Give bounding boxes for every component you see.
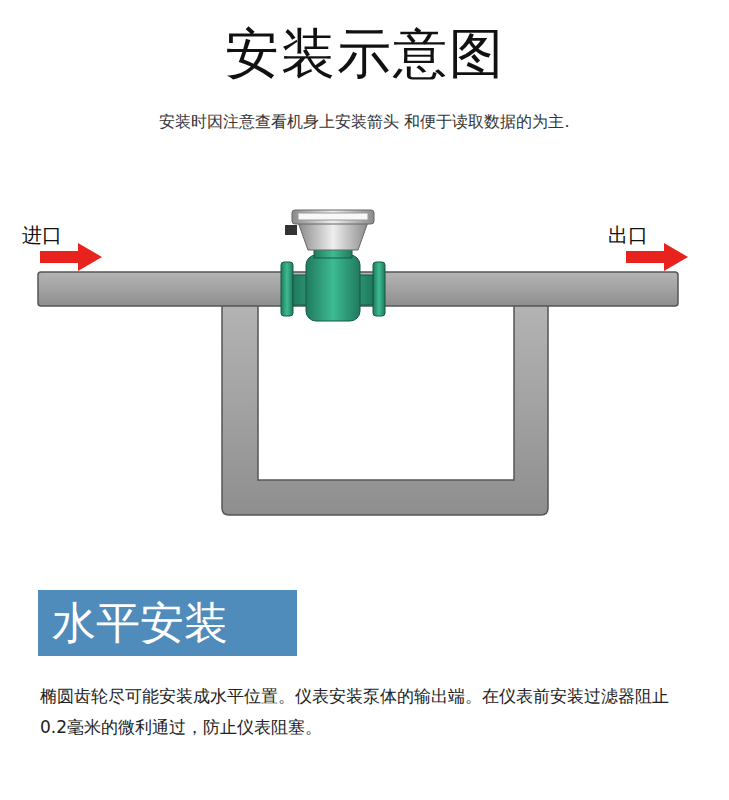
page-title: 安装示意图 xyxy=(0,18,729,91)
section-banner: 水平安装 xyxy=(38,590,297,656)
flowmeter xyxy=(281,210,385,321)
inlet-label: 进口 xyxy=(22,222,62,249)
banner-text: 水平安装 xyxy=(52,599,228,647)
inlet-arrow xyxy=(40,243,102,271)
bypass-pipe xyxy=(222,300,548,515)
outlet-label: 出口 xyxy=(608,222,648,249)
subtitle-note: 安装时因注意查看机身上安装箭头 和便于读取数据的为主. xyxy=(0,112,729,133)
outlet-arrow xyxy=(626,243,688,271)
description-text: 椭圆齿轮尽可能安装成水平位置。仪表安装泵体的输出端。在仪表前安装过滤器阻止0.2… xyxy=(40,681,690,743)
